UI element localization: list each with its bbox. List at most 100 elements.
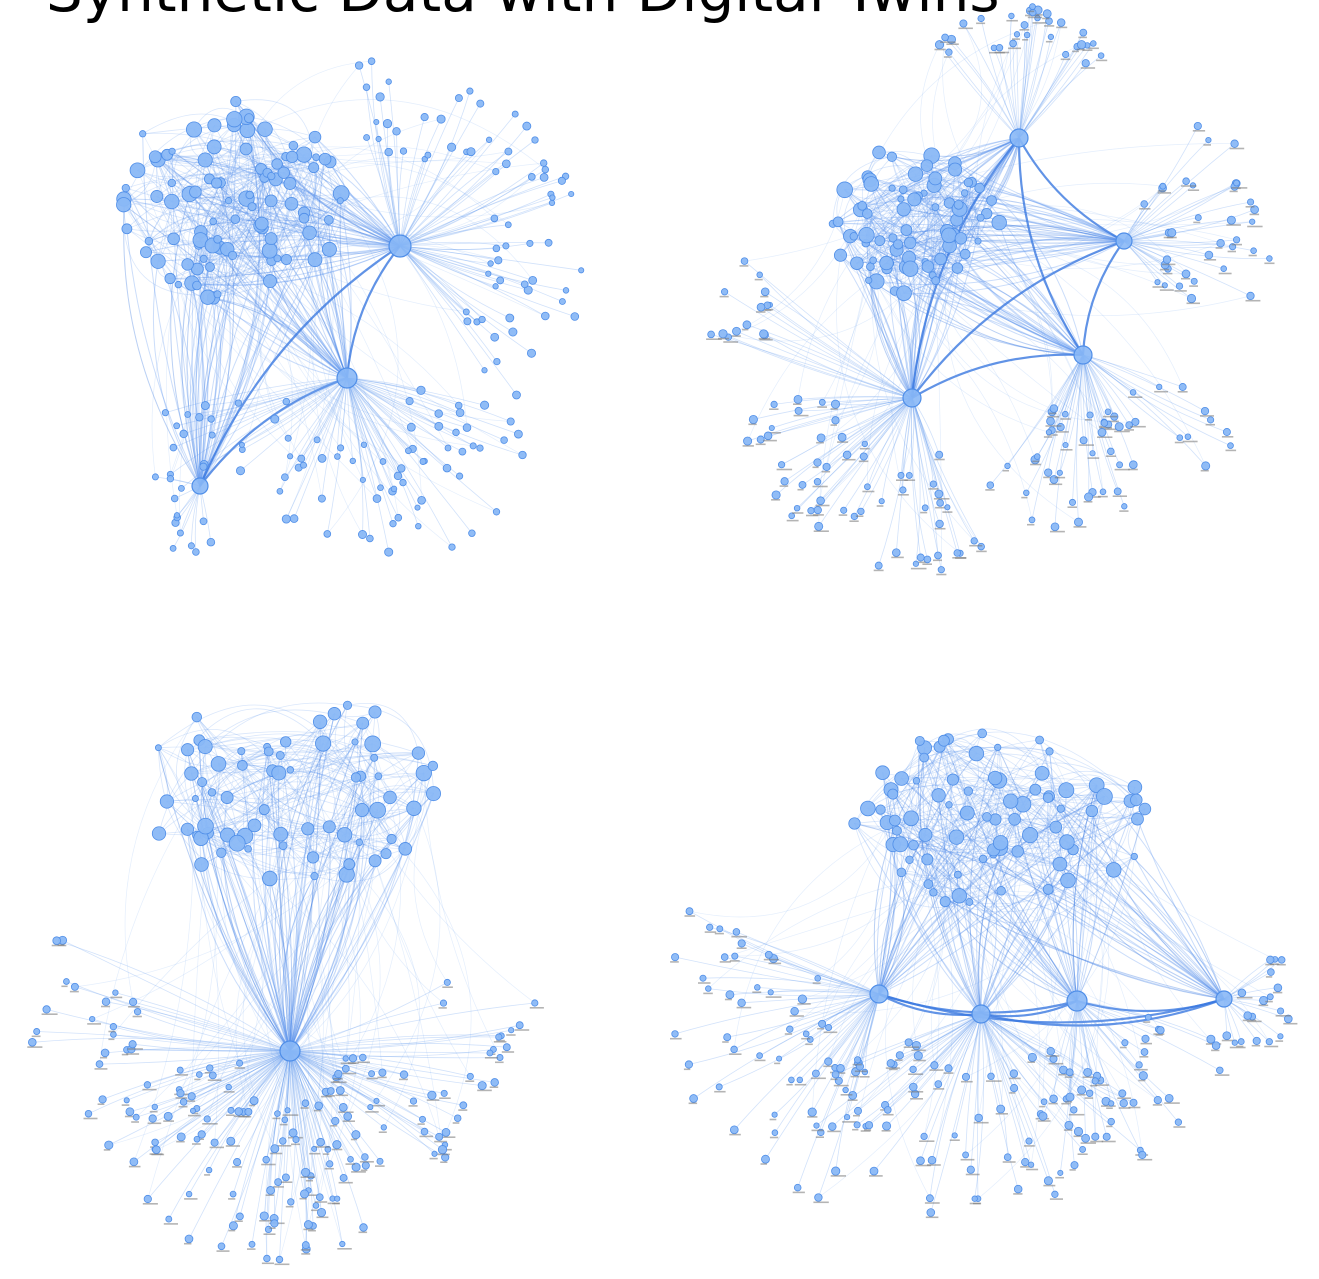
graph-edge bbox=[980, 18, 1020, 139]
node-label-mark bbox=[228, 1229, 236, 1232]
graph-edge bbox=[209, 177, 265, 268]
node-label-mark bbox=[729, 1053, 742, 1055]
graph-edge bbox=[113, 1034, 291, 1052]
node-label-mark bbox=[188, 1114, 201, 1117]
graph-edge bbox=[289, 1050, 321, 1198]
node-label-mark bbox=[1114, 468, 1130, 471]
graph-edge bbox=[123, 172, 277, 206]
graph-edge bbox=[901, 800, 1012, 880]
graph-edge bbox=[399, 202, 553, 247]
graph-edge bbox=[914, 1013, 982, 1095]
graph-node bbox=[1083, 1067, 1093, 1077]
graph-edge bbox=[289, 982, 448, 1052]
graph-edge bbox=[913, 803, 1024, 846]
graph-edge bbox=[794, 869, 1115, 1014]
graph-node bbox=[359, 1223, 368, 1232]
graph-edge bbox=[158, 747, 198, 836]
graph-edge bbox=[199, 167, 315, 487]
graph-node bbox=[174, 280, 183, 289]
node-label-mark bbox=[1039, 1105, 1046, 1108]
graph-node bbox=[181, 258, 194, 271]
slide-title: Synthetic Data with Digital Twins bbox=[46, 0, 1000, 20]
graph-node bbox=[205, 262, 215, 272]
graph-edge bbox=[965, 1013, 982, 1156]
node-label-mark bbox=[1061, 1102, 1071, 1105]
graph-node bbox=[930, 1061, 939, 1070]
graph-edge bbox=[196, 863, 350, 1109]
graph-node bbox=[436, 114, 446, 124]
graph-node bbox=[502, 1043, 511, 1052]
node-label-mark bbox=[184, 1198, 198, 1200]
graph-edge bbox=[207, 772, 425, 834]
graph-edge bbox=[977, 240, 1184, 388]
node-label-mark bbox=[121, 1053, 129, 1056]
graph-edge bbox=[934, 177, 1125, 242]
node-label-mark bbox=[269, 1152, 283, 1155]
graph-node bbox=[1088, 777, 1105, 794]
node-label-mark bbox=[1013, 1193, 1023, 1195]
node-label-mark bbox=[838, 514, 848, 516]
graph-edge bbox=[226, 788, 363, 811]
graph-edge bbox=[399, 245, 529, 291]
node-label-mark bbox=[1076, 48, 1085, 51]
graph-node bbox=[965, 898, 974, 906]
graph-node bbox=[971, 1195, 978, 1202]
node-label-mark bbox=[1043, 436, 1053, 438]
graph-edge bbox=[270, 1050, 291, 1191]
graph-node bbox=[288, 140, 299, 151]
graph-node bbox=[1226, 215, 1236, 225]
node-label-mark bbox=[706, 338, 722, 340]
graph-node bbox=[968, 745, 985, 762]
graph-node bbox=[152, 1145, 161, 1154]
graph-edge bbox=[980, 796, 1105, 1015]
graph-edge bbox=[293, 377, 348, 519]
graph-edge bbox=[1017, 850, 1225, 1000]
graph-edge bbox=[181, 377, 348, 489]
graph-node bbox=[1051, 1190, 1059, 1198]
graph-edge bbox=[210, 377, 348, 420]
graph-edge bbox=[963, 23, 1020, 139]
graph-edge bbox=[166, 154, 236, 220]
graph-edge bbox=[1041, 784, 1098, 890]
node-label-mark bbox=[269, 1227, 276, 1229]
node-label-mark bbox=[811, 1129, 824, 1132]
node-label-mark bbox=[101, 1005, 110, 1008]
graph-edge bbox=[242, 765, 415, 824]
graph-edge bbox=[289, 713, 335, 1052]
graph-node bbox=[197, 777, 208, 788]
graph-edge bbox=[980, 1013, 1041, 1115]
graph-edge bbox=[303, 217, 348, 379]
node-label-mark bbox=[366, 1077, 378, 1080]
node-label-mark bbox=[1045, 40, 1053, 43]
graph-edge bbox=[317, 158, 348, 379]
graph-node bbox=[195, 413, 204, 422]
node-label-mark bbox=[371, 1104, 385, 1107]
graph-node bbox=[874, 235, 886, 246]
graph-edge bbox=[399, 139, 490, 247]
graph-node bbox=[1033, 453, 1041, 460]
graph-node bbox=[151, 473, 159, 481]
graph-edge bbox=[291, 156, 348, 379]
graph-edge bbox=[928, 826, 1057, 890]
graph-node bbox=[508, 327, 518, 337]
graph-node bbox=[1022, 827, 1039, 844]
graph-node bbox=[1181, 269, 1191, 279]
graph-edge bbox=[901, 778, 954, 1161]
node-label-mark bbox=[835, 1072, 846, 1074]
node-label-mark bbox=[859, 447, 870, 450]
graph-edge bbox=[1018, 10, 1031, 139]
graph-node bbox=[813, 458, 822, 467]
graph-node bbox=[502, 242, 510, 250]
graph-edge bbox=[878, 746, 999, 995]
graph-edge bbox=[236, 836, 387, 854]
graph-node bbox=[802, 1030, 810, 1038]
graph-edge bbox=[1010, 800, 1115, 871]
graph-node bbox=[492, 167, 500, 176]
graph-node bbox=[1162, 255, 1172, 264]
graph-node bbox=[492, 283, 499, 290]
node-label-mark bbox=[1045, 1055, 1060, 1057]
node-label-mark bbox=[1002, 469, 1009, 472]
node-label-mark bbox=[1270, 963, 1280, 965]
graph-node bbox=[1190, 277, 1198, 285]
graph-node bbox=[813, 1122, 820, 1129]
